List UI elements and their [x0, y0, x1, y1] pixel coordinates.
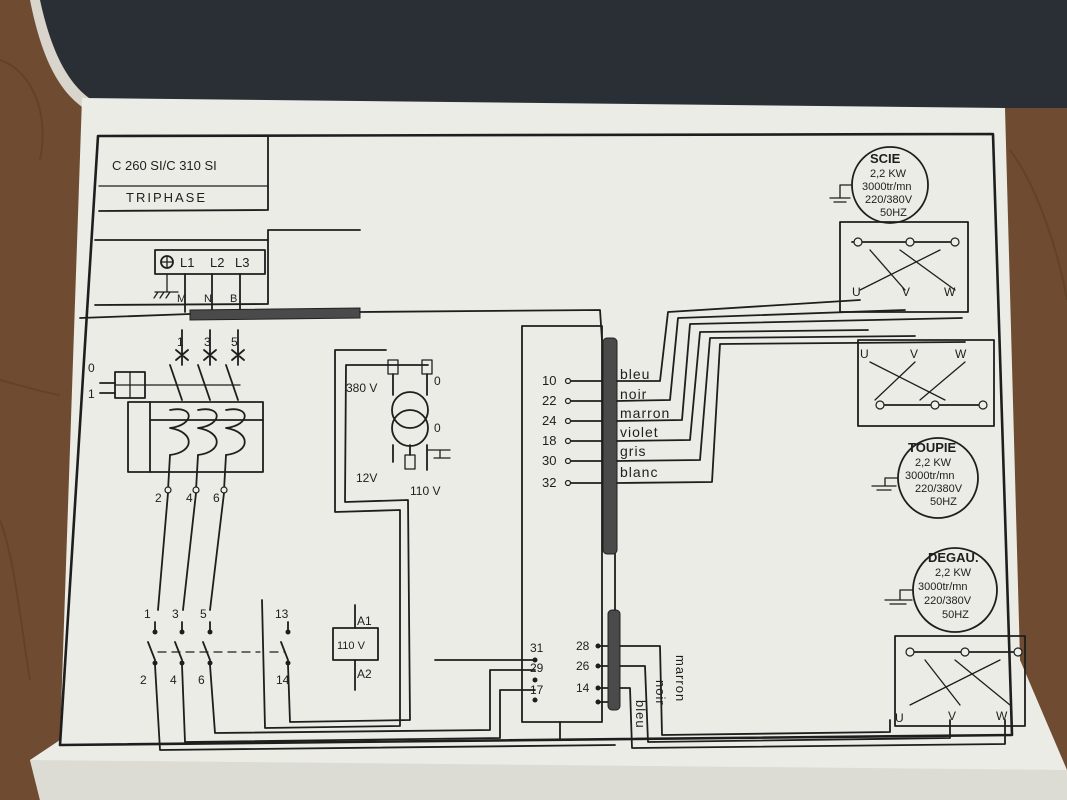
svg-text:3000tr/mn: 3000tr/mn — [905, 470, 955, 482]
motor-toupie-terminal-box: U V W — [857, 339, 995, 427]
svg-text:30: 30 — [542, 453, 556, 468]
svg-text:U: U — [895, 711, 904, 725]
svg-text:U: U — [852, 285, 861, 299]
svg-text:31: 31 — [530, 641, 544, 655]
svg-text:220/380V: 220/380V — [924, 595, 972, 607]
svg-text:2: 2 — [140, 673, 147, 687]
svg-text:3000tr/mn: 3000tr/mn — [862, 181, 912, 193]
svg-text:3000tr/mn: 3000tr/mn — [918, 581, 968, 593]
svg-text:A2: A2 — [357, 667, 372, 681]
motor-degau: DEGAU. 2,2 KW 3000tr/mn 220/380V 50HZ U … — [884, 547, 1026, 727]
svg-text:4: 4 — [170, 673, 177, 687]
svg-text:DEGAU.: DEGAU. — [928, 550, 979, 565]
svg-text:W: W — [955, 347, 967, 361]
wire-marron: marron — [620, 405, 670, 421]
svg-text:bleu: bleu — [633, 700, 648, 729]
dark-device-edge — [40, 0, 1067, 108]
svg-text:6: 6 — [213, 491, 220, 505]
svg-text:17: 17 — [530, 683, 544, 697]
terminal-l1: L1 — [180, 255, 194, 270]
wire-colour-labels: bleu noir marron violet gris blanc — [620, 366, 670, 480]
model-label: C 260 SI/C 310 SI — [112, 158, 217, 173]
svg-text:2,2 KW: 2,2 KW — [935, 567, 972, 579]
svg-text:1: 1 — [144, 607, 151, 621]
svg-text:V: V — [902, 285, 910, 299]
svg-text:U: U — [860, 347, 869, 361]
svg-text:50HZ: 50HZ — [880, 207, 907, 219]
terminal-l3: L3 — [235, 255, 249, 270]
svg-text:0: 0 — [434, 421, 441, 435]
strip-bottom-right: 28 26 14 — [576, 639, 590, 695]
svg-text:29: 29 — [530, 661, 544, 675]
terminal-strip: 10 22 24 18 30 32 31 29 17 28 26 14 — [521, 325, 611, 741]
svg-text:18: 18 — [542, 433, 556, 448]
svg-text:V: V — [910, 347, 918, 361]
svg-text:4: 4 — [186, 491, 193, 505]
motor-cable-lower — [607, 609, 621, 711]
wire-noir: noir — [620, 386, 647, 402]
svg-text:TOUPIE: TOUPIE — [908, 440, 956, 455]
motor-cable-upper — [602, 337, 618, 555]
svg-text:220/380V: 220/380V — [865, 194, 913, 206]
phase-label: TRIPHASE — [126, 190, 207, 205]
wire-mark-m: M — [177, 293, 186, 305]
svg-text:13: 13 — [275, 607, 289, 621]
svg-text:6: 6 — [198, 673, 205, 687]
svg-text:14: 14 — [576, 681, 590, 695]
svg-text:50HZ: 50HZ — [930, 496, 957, 508]
svg-text:3: 3 — [172, 607, 179, 621]
motor-scie: SCIE 2,2 KW 3000tr/mn 220/380V 50HZ U V … — [829, 146, 969, 313]
terminal-l2: L2 — [210, 255, 224, 270]
svg-text:2,2 KW: 2,2 KW — [915, 457, 952, 469]
contactor: 1 3 5 13 2 4 6 14 A1 110 V A2 — [140, 604, 379, 691]
svg-text:5: 5 — [231, 335, 238, 349]
svg-text:26: 26 — [576, 659, 590, 673]
svg-text:14: 14 — [276, 673, 290, 687]
svg-text:marron: marron — [673, 655, 688, 702]
svg-text:0: 0 — [434, 374, 441, 388]
svg-text:3: 3 — [204, 335, 211, 349]
wire-mark-n: N — [204, 293, 212, 305]
motor-toupie: TOUPIE 2,2 KW 3000tr/mn 220/380V 50HZ — [871, 437, 979, 519]
svg-text:220/380V: 220/380V — [915, 483, 963, 495]
svg-text:W: W — [996, 709, 1008, 723]
coil-voltage: 110 V — [337, 640, 366, 652]
title-block: C 260 SI/C 310 SI TRIPHASE — [97, 135, 269, 212]
svg-text:W: W — [944, 285, 956, 299]
main-switch: 1 3 5 0 1 2 4 6 — [88, 329, 264, 505]
svg-text:10: 10 — [542, 373, 556, 388]
wire-blanc: blanc — [620, 464, 658, 480]
svg-text:5: 5 — [200, 607, 207, 621]
supply-terminals: L1 L2 L3 M N B — [153, 249, 266, 313]
svg-text:28: 28 — [576, 639, 590, 653]
svg-text:SCIE: SCIE — [870, 151, 901, 166]
svg-text:V: V — [948, 709, 956, 723]
svg-text:2: 2 — [155, 491, 162, 505]
svg-text:24: 24 — [542, 413, 556, 428]
svg-text:12V: 12V — [356, 471, 377, 485]
switch-pos-1: 1 — [88, 387, 95, 401]
svg-text:380 V: 380 V — [346, 381, 377, 395]
wire-mark-b: B — [230, 293, 237, 305]
wire-gris: gris — [620, 443, 647, 459]
strip-bottom-left: 31 29 17 — [530, 641, 544, 697]
main-cable — [189, 307, 361, 321]
wire-violet: violet — [620, 424, 659, 440]
svg-text:50HZ: 50HZ — [942, 609, 969, 621]
svg-text:A1: A1 — [357, 614, 372, 628]
svg-text:2,2 KW: 2,2 KW — [870, 168, 907, 180]
svg-text:22: 22 — [542, 393, 556, 408]
paper-sheet — [30, 98, 1067, 800]
transformer: 380 V 0 0 12V 110 V — [346, 359, 451, 498]
wire-bleu: bleu — [620, 366, 650, 382]
switch-pos-0: 0 — [88, 361, 95, 375]
svg-text:110 V: 110 V — [410, 484, 440, 498]
strip-left-terminals: 10 22 24 18 30 32 — [542, 373, 556, 490]
svg-text:32: 32 — [542, 475, 556, 490]
svg-text:1: 1 — [177, 335, 184, 349]
